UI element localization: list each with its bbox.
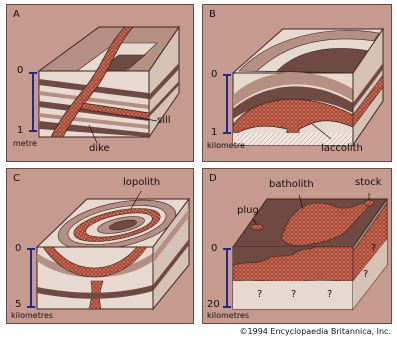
unknown-marker-4: ? xyxy=(371,243,376,254)
panel-c-scale-bottom: 5 xyxy=(15,299,21,310)
stock-shape xyxy=(364,200,374,206)
unknown-marker-3: ? xyxy=(327,289,332,300)
sill-label: sill xyxy=(157,115,171,126)
panel-d-unit: kilometres xyxy=(207,311,249,320)
panel-a: A 0 1 metre sill dike xyxy=(6,4,194,162)
copyright-notice: ©1994 Encyclopaedia Britannica, Inc. xyxy=(240,327,391,336)
stock-label: stock xyxy=(355,177,382,188)
panel-c: C lopolith 0 5 kilometres xyxy=(6,168,194,324)
panel-d: D batholith stock plug ? ? ? ? ? 0 20 ki… xyxy=(202,168,392,324)
panel-b-block-diagram xyxy=(203,5,393,163)
panel-a-scale-top: 0 xyxy=(17,65,23,76)
lopolith-label: lopolith xyxy=(123,177,160,188)
panel-d-block-diagram xyxy=(203,169,393,325)
laccolith-label: laccolith xyxy=(321,143,363,154)
panel-b: B 0 1 kilometre laccolith xyxy=(202,4,392,162)
panel-b-scale-bottom: 1 xyxy=(211,127,217,138)
unknown-marker-2: ? xyxy=(291,289,296,300)
panel-c-unit: kilometres xyxy=(11,311,53,320)
unknown-marker-5: ? xyxy=(363,269,368,280)
panel-a-scale-bottom: 1 xyxy=(17,125,23,136)
batholith-label: batholith xyxy=(269,179,314,190)
panel-b-scale-top: 0 xyxy=(211,69,217,80)
unknown-marker-1: ? xyxy=(257,289,262,300)
dike-label: dike xyxy=(89,143,110,154)
panel-a-unit: metre xyxy=(13,139,37,148)
panel-b-unit: kilometre xyxy=(207,141,245,150)
panel-c-letter: C xyxy=(13,173,20,184)
panel-d-scale-bottom: 20 xyxy=(207,299,220,310)
plug-label: plug xyxy=(237,205,259,216)
panel-c-block-diagram xyxy=(7,169,195,325)
panel-a-letter: A xyxy=(13,9,20,20)
panel-d-letter: D xyxy=(209,173,217,184)
panel-b-letter: B xyxy=(209,9,216,20)
panel-d-scale-top: 0 xyxy=(211,243,217,254)
panel-c-scale-top: 0 xyxy=(15,243,21,254)
